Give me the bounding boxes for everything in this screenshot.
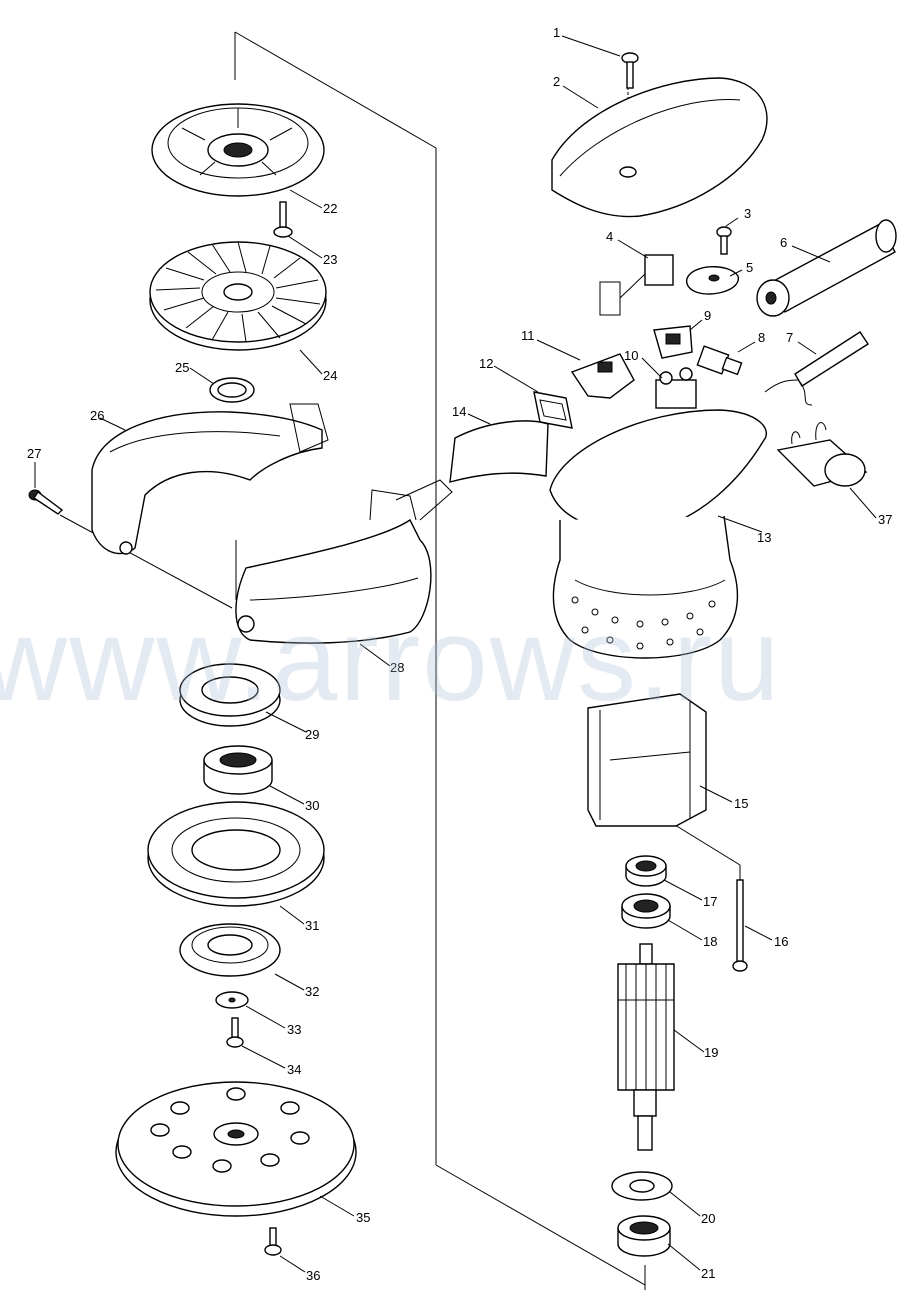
callout-9: 9 bbox=[704, 308, 711, 323]
part-23-screw bbox=[273, 201, 293, 238]
callout-37: 37 bbox=[878, 512, 892, 527]
callout-32: 32 bbox=[305, 984, 319, 999]
watermark: www.arrows.ru bbox=[0, 594, 782, 726]
part-18-bearing bbox=[621, 893, 671, 929]
part-06-handle bbox=[756, 219, 897, 317]
callout-36: 36 bbox=[306, 1268, 320, 1283]
callout-29: 29 bbox=[305, 727, 319, 742]
part-02-top-cover bbox=[551, 77, 768, 218]
part-11-switch bbox=[570, 353, 635, 399]
callout-24: 24 bbox=[323, 368, 337, 383]
callout-26: 26 bbox=[90, 408, 104, 423]
callout-labels: 1 2 3 4 5 6 7 8 9 10 11 12 13 14 15 16 1… bbox=[27, 25, 892, 1283]
part-01-screw bbox=[621, 52, 639, 89]
part-28-housing-right bbox=[235, 479, 453, 644]
part-34-screw bbox=[226, 1017, 244, 1048]
part-25-washer bbox=[209, 377, 255, 403]
part-13-housing bbox=[549, 409, 767, 659]
part-27-screw bbox=[28, 489, 64, 515]
callout-7: 7 bbox=[786, 330, 793, 345]
callout-28: 28 bbox=[390, 660, 404, 675]
callout-27: 27 bbox=[27, 446, 41, 461]
part-36-screw bbox=[264, 1227, 282, 1256]
assembly-guide-lines bbox=[59, 31, 741, 1290]
part-08-brush bbox=[696, 345, 743, 376]
part-03-screw bbox=[716, 226, 732, 255]
callout-34: 34 bbox=[287, 1062, 301, 1077]
callout-5: 5 bbox=[746, 260, 753, 275]
callout-18: 18 bbox=[703, 934, 717, 949]
part-20-washer bbox=[611, 1171, 673, 1201]
callout-4: 4 bbox=[606, 229, 613, 244]
callout-19: 19 bbox=[704, 1045, 718, 1060]
callout-23: 23 bbox=[323, 252, 337, 267]
callout-15: 15 bbox=[734, 796, 748, 811]
part-24-fan bbox=[149, 241, 327, 351]
part-09-lever bbox=[653, 325, 693, 359]
callout-16: 16 bbox=[774, 934, 788, 949]
callout-3: 3 bbox=[744, 206, 751, 221]
part-07-sleeve bbox=[764, 331, 869, 406]
part-05-clamp bbox=[685, 266, 739, 295]
callout-31: 31 bbox=[305, 918, 319, 933]
part-29-ring bbox=[179, 663, 281, 727]
part-14-label bbox=[449, 420, 549, 483]
callout-20: 20 bbox=[701, 1211, 715, 1226]
part-12-pad bbox=[533, 391, 573, 429]
callout-17: 17 bbox=[703, 894, 717, 909]
callout-2: 2 bbox=[553, 74, 560, 89]
part-15-field bbox=[587, 693, 707, 827]
part-19-armature bbox=[617, 943, 675, 1151]
part-21-bearing bbox=[617, 1215, 671, 1257]
part-35-pad bbox=[115, 1081, 357, 1217]
callout-12: 12 bbox=[479, 356, 493, 371]
part-31-base bbox=[147, 801, 325, 907]
callout-8: 8 bbox=[758, 330, 765, 345]
callout-6: 6 bbox=[780, 235, 787, 250]
part-30-bearing bbox=[203, 745, 273, 795]
callout-25: 25 bbox=[175, 360, 189, 375]
callout-35: 35 bbox=[356, 1210, 370, 1225]
part-32-plate bbox=[179, 923, 281, 977]
callout-13: 13 bbox=[757, 530, 771, 545]
callout-10: 10 bbox=[624, 348, 638, 363]
callout-33: 33 bbox=[287, 1022, 301, 1037]
callout-14: 14 bbox=[452, 404, 466, 419]
part-33-washer bbox=[215, 991, 249, 1009]
part-17-bearing bbox=[625, 855, 667, 887]
part-10-terminal bbox=[655, 367, 697, 409]
part-26-housing-left bbox=[91, 403, 329, 555]
callout-11: 11 bbox=[521, 328, 535, 343]
callout-1: 1 bbox=[553, 25, 560, 40]
part-22-plate bbox=[151, 103, 325, 197]
leader-lines bbox=[34, 35, 877, 1273]
callout-30: 30 bbox=[305, 798, 319, 813]
callout-22: 22 bbox=[323, 201, 337, 216]
part-37-controller bbox=[776, 422, 868, 487]
part-04-capacitor bbox=[599, 254, 674, 316]
part-16-screw bbox=[732, 879, 748, 972]
callout-21: 21 bbox=[701, 1266, 715, 1281]
